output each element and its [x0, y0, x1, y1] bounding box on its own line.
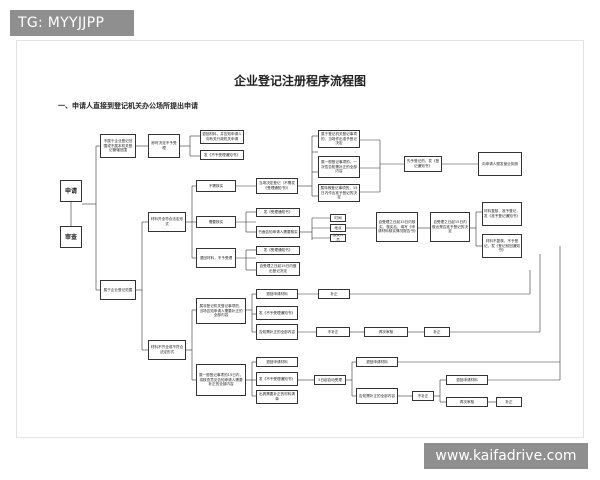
node-issue-accept2: 发《受理通知书》	[256, 246, 300, 255]
node-in-scope: 属于企业登记范围	[100, 280, 136, 300]
node-not-required: 不需核实	[196, 180, 236, 192]
node-notify-verify: 书面告知申请人需要核实	[256, 226, 300, 238]
node-material-return: 材料复核、准予登记，发《准予登记通知书》	[482, 202, 522, 226]
node-supp: 补正	[318, 289, 350, 299]
node-decide15b: 自受理之日起15日内做出登记决定	[256, 262, 300, 276]
node-not-accept: 即时决定不予受理	[148, 134, 180, 158]
node-mod-ok: 属非登记机关登记事项的，当场告知申请人需要补正的全部内容	[196, 298, 246, 324]
node-complete: 材料齐全符合法定形式	[148, 212, 186, 232]
node-reg-ok-1: 属于登记机关登记事项的，当场作出准予登记决定	[318, 130, 360, 148]
node-reg-ok-2: 属一般登记事项的，一次性告知需补正的全部内容	[318, 156, 360, 178]
node-verify-person: 核实人员	[330, 234, 346, 242]
node-check-mod: 再次审核	[364, 327, 408, 337]
node-reject-reason: 退回材料，不予受理	[196, 248, 236, 268]
node-need-verify: 需要核实	[196, 216, 236, 228]
node-not-accept-notice: 发《不予受理通知书》	[200, 150, 244, 160]
node-decide-days: 自受理之日起15日内做出是否准予登记的决定	[430, 212, 470, 242]
node-apply: 申请	[60, 180, 82, 202]
node-doc-only: 先予登记的，发《登记通知书》	[404, 156, 442, 172]
node-deliver: 向申请人颁发营业执照	[478, 152, 522, 176]
node-return2: 退回申请材料	[256, 357, 298, 367]
watermark-bottom: www.kaifadrive.com	[424, 443, 588, 469]
node-verify-place: 地点	[330, 224, 346, 232]
node-not-acc3: 发《不予受理通知书》	[256, 372, 298, 386]
node-not-scope: 不属于企业登记范围或不属本机关登记管辖范围	[100, 134, 136, 158]
node-return-material: 退回材料，并告知申请人向有关行政机关申请	[200, 130, 244, 144]
node-general-reg: 属一般登记事项的15日内，将核查意见告知申请人需要补正的全部内容	[196, 364, 246, 396]
node-return3: 退回申请材料	[356, 357, 398, 367]
node-list-need3: 告知需补正的全部内容	[356, 388, 398, 404]
section-subtitle: 一、申请人直接到登记机关办公场所提出申请	[58, 102, 198, 110]
node-return1: 退回申请材料	[256, 289, 298, 299]
node-supp-b: 补正	[424, 327, 450, 337]
node-list-need2: 出具需要补正的材料清单	[256, 390, 298, 404]
node-issue-accept: 发《受理通知书》	[256, 208, 300, 217]
node-decide15: 自受理之日起15日内核实、核实后，填写《申请材料核实情况报告书》	[376, 212, 418, 242]
node-return4: 退回申请材料	[446, 375, 488, 385]
node-verify-time: 时间	[330, 214, 346, 222]
flowchart-title: 企业登记注册程序流程图	[233, 74, 366, 88]
node-auto-accept: 5日起自动受理	[314, 375, 346, 385]
node-supp-e: 补正	[496, 397, 522, 407]
node-review: 审查	[60, 226, 82, 248]
node-ret-a: 不补正	[316, 327, 350, 337]
node-incomplete: 材料不齐全或不符合法定形式	[148, 340, 186, 360]
node-not-acc2: 发《不予受理通知书》	[256, 306, 298, 320]
watermark-top: TG: MYYJJPP	[10, 10, 134, 36]
node-notify-law: 材料不复核、不予登记，发《登记驳回通知书》	[482, 234, 522, 258]
node-mod-check: 再次审核	[446, 397, 488, 407]
node-list-need: 告知需补正的全部内容	[256, 324, 298, 340]
node-decide-spot: 当场决定登记（不需发《受理通知书》）	[256, 178, 298, 194]
node-not-reg2: 不补正	[412, 391, 434, 401]
node-reg-ok-3: 属特殊登记事项的，15日内作出准予登记的决定	[318, 184, 360, 202]
